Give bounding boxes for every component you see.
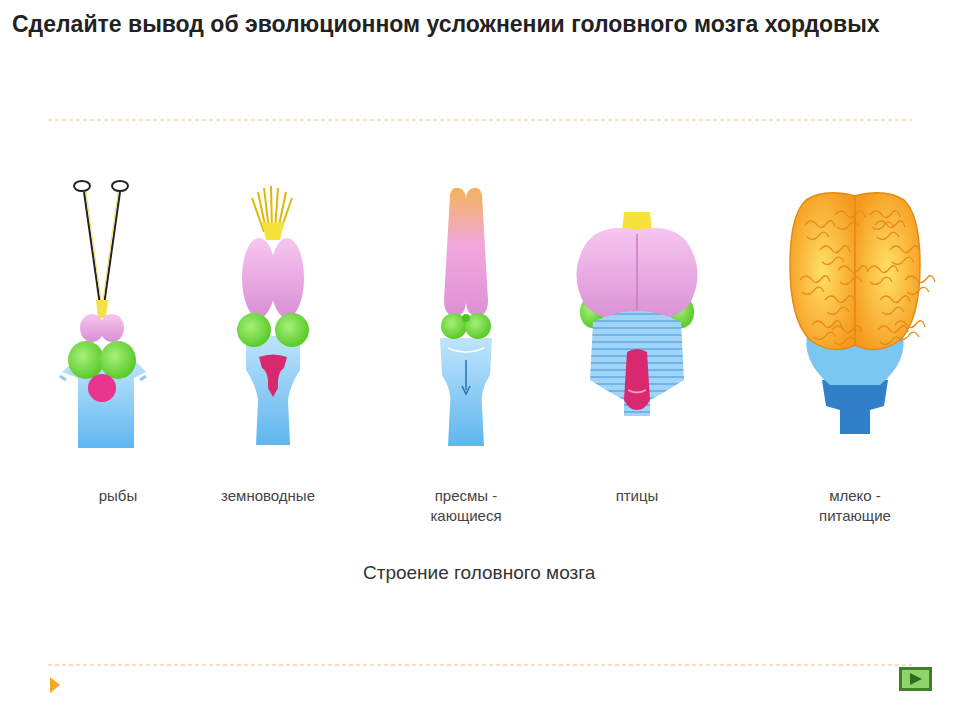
class-label: пресмы - кающиеся [416, 486, 516, 526]
class-label: птицы [587, 486, 687, 506]
class-label: земноводные [193, 486, 343, 506]
class-label: рыбы [68, 486, 168, 506]
class-label: млеко - питающие [805, 486, 905, 526]
figure-caption: Строение головного мозга [363, 561, 595, 585]
slide-title: Сделайте вывод об эволюционном усложнени… [12, 8, 952, 40]
